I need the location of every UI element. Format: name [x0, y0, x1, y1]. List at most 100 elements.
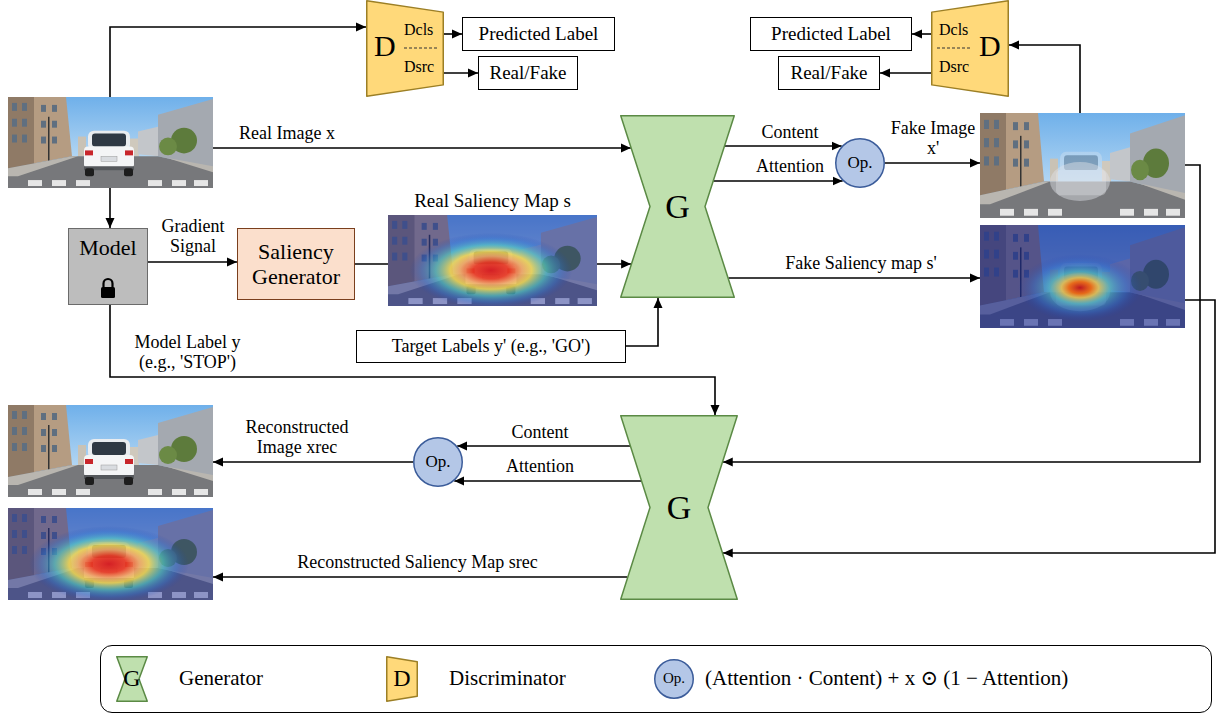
edge-label: Content: [510, 422, 571, 442]
legend-text-slot: Discriminator: [449, 646, 566, 711]
street-photo: [980, 113, 1185, 218]
node-label: Real/Fake: [489, 62, 566, 84]
shape-fill: [117, 656, 148, 701]
node-label: Predicted Label: [479, 23, 599, 45]
edge-label: Gradient Signal: [150, 216, 236, 256]
edge-label: Fake Saliency map s': [783, 253, 939, 273]
connector-arrow: [110, 305, 715, 415]
text-slot: Dcls: [404, 21, 433, 39]
edge-label-slot: Content: [745, 122, 835, 142]
edge-label-slot: Attention: [480, 456, 600, 476]
shape-fill: [655, 659, 694, 698]
connector-arrow: [912, 33, 931, 35]
edge-label: Reconstructed Image xrec: [222, 417, 372, 457]
edge-label: Fake Image x': [888, 118, 978, 158]
legend-box: G Generator D Discriminator Op. (Attention · …: [100, 645, 1212, 713]
saliency-photo: [980, 225, 1185, 328]
connector-arrow: [444, 33, 462, 35]
connector-arrow: [626, 298, 658, 346]
image-caption: Real Saliency Map s: [414, 190, 571, 212]
node-label: G: [667, 488, 692, 527]
connector-arrow: [725, 145, 842, 147]
lock-icon: [99, 277, 117, 299]
node-label: Predicted Label: [771, 23, 891, 45]
edge-label-slot: Reconstructed Image xrec: [222, 417, 372, 457]
output-box: Real/Fake: [778, 56, 880, 90]
output-box: Predicted Label: [462, 17, 615, 51]
shape-fill: [621, 416, 738, 600]
edge-label: Model Label y (e.g., 'STOP'): [120, 332, 255, 372]
street-photo: [8, 405, 213, 497]
connector-arrow: [723, 165, 1200, 462]
discriminator-head: Dsrc: [404, 58, 434, 76]
generator: G: [620, 115, 735, 298]
saliency-photo: [388, 215, 597, 308]
text-slot: D: [979, 29, 1001, 64]
connector-arrow: [444, 72, 478, 74]
legend-text: (Attention · Content) + x ⊙ (1 − Attenti…: [705, 666, 1068, 690]
edge-label-slot: Fake Saliency map s': [745, 253, 977, 273]
reconstructed-saliency-map: [8, 508, 213, 600]
dashed-divider: [404, 47, 438, 48]
connector-arrow: [885, 162, 980, 164]
node-label: Target Labels y' (e.g., 'GO'): [392, 336, 591, 357]
text-slot: Dsrc: [939, 58, 969, 76]
discriminator: D DclsDsrc: [931, 0, 1009, 97]
connector-arrow: [110, 27, 366, 97]
connector-arrow: [109, 188, 111, 228]
reconstructed-image: [8, 405, 213, 497]
generator-icon: G: [116, 656, 148, 702]
shape-fill: [367, 1, 444, 97]
discriminator-letter: D: [374, 29, 396, 64]
legend-icon-letter: Op.: [663, 670, 685, 687]
edge-label-slot: Reconstructed Saliency Map srec: [225, 552, 610, 572]
edge-label-slot: Gradient Signal: [150, 216, 236, 256]
legend-icon-letter: D: [393, 665, 410, 693]
fake-image: [980, 113, 1185, 218]
edge-label-slot: Attention: [745, 156, 835, 176]
text-slot: Dsrc: [404, 58, 434, 76]
legend-text-slot: (Attention · Content) + x ⊙ (1 − Attenti…: [705, 646, 1068, 711]
edge-label-slot: Model Label y (e.g., 'STOP'): [120, 332, 255, 372]
edge-label-slot: Content: [480, 422, 600, 442]
shape-fill: [836, 139, 885, 188]
target-labels-box: Target Labels y' (e.g., 'GO'): [356, 330, 626, 363]
discriminator-head: Dcls: [404, 21, 433, 39]
op-circle: Op.: [413, 437, 463, 487]
op-icon: Op.: [654, 659, 694, 699]
discriminator-letter: D: [979, 29, 1001, 64]
node-label: Model: [79, 235, 136, 260]
node-label: Real/Fake: [790, 62, 867, 84]
connector-arrow: [355, 263, 388, 265]
connector-arrow: [723, 300, 1215, 553]
shape-fill: [387, 656, 418, 701]
real-saliency-map: Real Saliency Map s: [388, 190, 597, 306]
discriminator: D DclsDsrc: [366, 0, 444, 97]
dashed-divider: [937, 47, 971, 48]
saliency-photo: [8, 508, 213, 602]
legend-text-slot: Generator: [179, 646, 263, 711]
generator: G: [620, 415, 738, 600]
connector-arrow: [213, 576, 627, 578]
edge-label: Attention: [504, 456, 576, 476]
connector-arrow: [213, 147, 631, 149]
connector-arrow: [597, 263, 631, 265]
output-box: Real/Fake: [478, 56, 578, 90]
node-label: Saliency Generator: [244, 239, 348, 290]
shape-fill: [414, 438, 463, 487]
text-slot: Dcls: [939, 21, 968, 39]
edge-label-slot: Real Image x: [222, 123, 352, 143]
legend-text: Discriminator: [449, 666, 566, 690]
connector-arrow: [880, 72, 931, 74]
text-slot: D: [374, 29, 396, 64]
node-label: Op.: [847, 153, 872, 173]
discriminator-head: Dcls: [939, 21, 968, 39]
edge-label: Real Image x: [237, 123, 337, 143]
connector-arrow: [454, 480, 641, 482]
op-circle: Op.: [835, 138, 885, 188]
connector-arrow: [148, 261, 237, 263]
node-label: Op.: [425, 452, 450, 472]
street-photo: [8, 97, 213, 188]
connector-arrow: [213, 461, 413, 463]
saliency-generator: Saliency Generator: [237, 228, 355, 300]
